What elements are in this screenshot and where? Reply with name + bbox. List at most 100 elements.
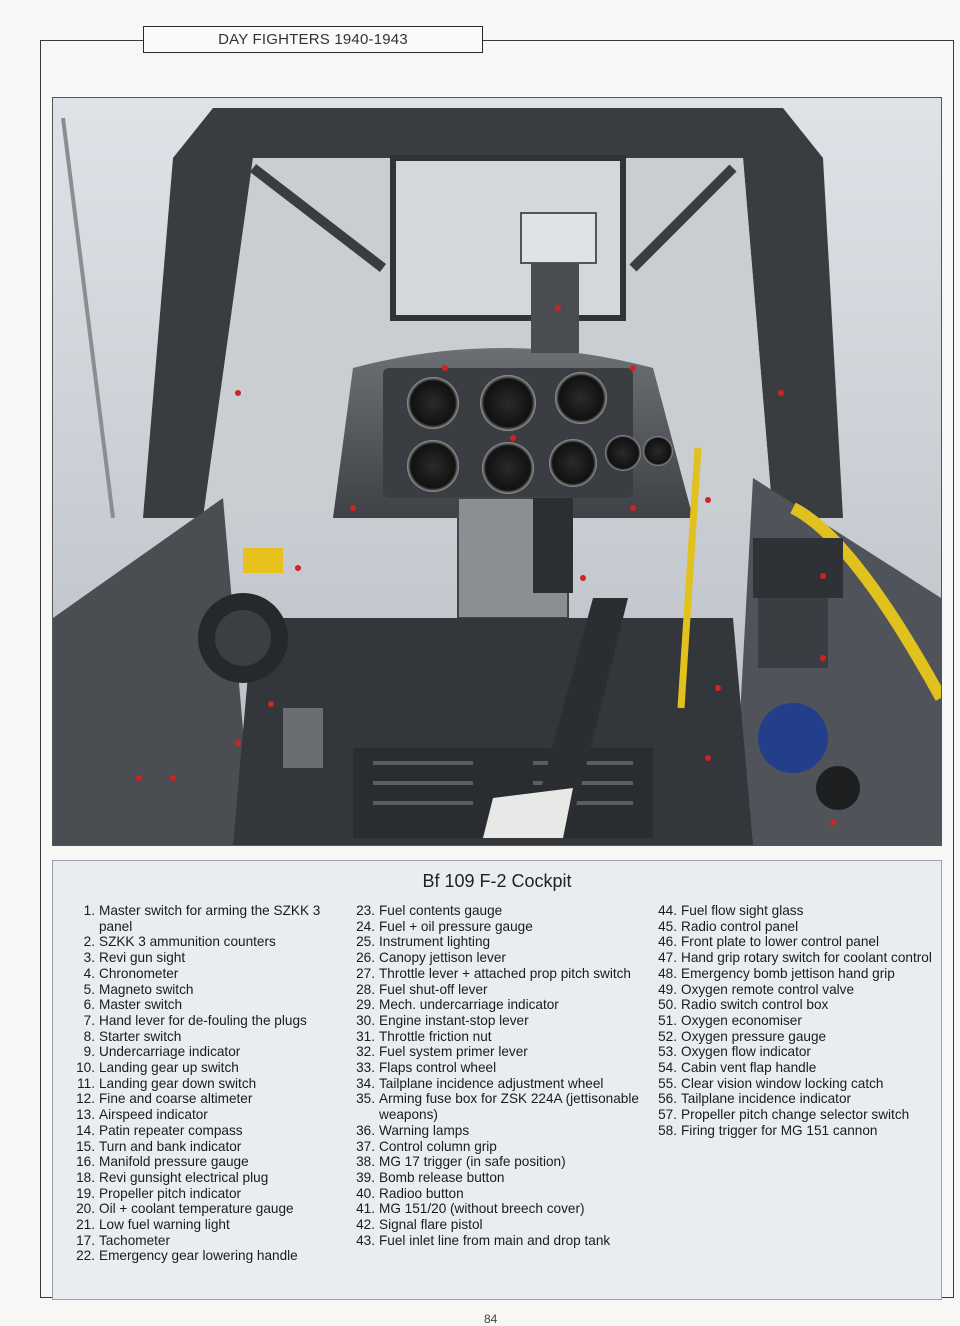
legend-item-text: Undercarriage indicator xyxy=(99,1044,241,1060)
legend-item-number: 57. xyxy=(658,1107,677,1123)
legend-item: 51.Oxygen economiser xyxy=(649,1013,939,1029)
legend-item: 46.Front plate to lower control panel xyxy=(649,934,939,950)
legend-item-number: 8. xyxy=(83,1028,95,1044)
legend-item: 30.Engine instant-stop lever xyxy=(347,1013,649,1029)
legend-item: 57.Propeller pitch change selector switc… xyxy=(649,1107,939,1123)
legend-item-number: 28. xyxy=(356,981,375,997)
page-number: 84 xyxy=(484,1312,498,1326)
legend-item-number: 44. xyxy=(658,903,677,918)
legend-item-text: Hand lever for de-fouling the plugs xyxy=(99,1012,307,1028)
legend-item-text: Engine instant-stop lever xyxy=(379,1012,529,1028)
legend-item-number: 4. xyxy=(83,965,95,981)
legend-item: 21.Low fuel warning light xyxy=(67,1217,347,1233)
legend-item-text: Oxygen economiser xyxy=(681,1012,802,1028)
legend-item-text: Radio control panel xyxy=(681,918,799,934)
legend-item: 11.Landing gear down switch xyxy=(67,1076,347,1092)
legend-item-text: Fine and coarse altimeter xyxy=(99,1091,253,1107)
legend-item: 4.Chronometer xyxy=(67,966,347,982)
legend-item-text: Throttle lever + attached prop pitch swi… xyxy=(379,965,631,981)
legend-item-number: 23. xyxy=(356,903,375,918)
legend-item-number: 43. xyxy=(356,1232,375,1248)
legend-item-text: Propeller pitch indicator xyxy=(99,1185,242,1201)
legend-item: 29.Mech. undercarriage indicator xyxy=(347,997,649,1013)
legend-item-text: Control column grip xyxy=(379,1138,497,1154)
legend-item-text: Flaps control wheel xyxy=(379,1060,497,1076)
legend-item-text: Airspeed indicator xyxy=(99,1107,208,1123)
legend-item-number: 1. xyxy=(83,903,95,918)
legend-item: 27.Throttle lever + attached prop pitch … xyxy=(347,966,649,982)
legend-item-text: Fuel shut-off lever xyxy=(379,981,488,997)
legend-item: 53.Oxygen flow indicator xyxy=(649,1044,939,1060)
legend-item-number: 20. xyxy=(76,1201,95,1217)
legend-item-number: 9. xyxy=(83,1044,95,1060)
legend-item-number: 6. xyxy=(83,997,95,1013)
legend-item-number: 38. xyxy=(356,1154,375,1170)
legend-item-text: Landing gear down switch xyxy=(99,1075,257,1091)
legend-item-number: 13. xyxy=(76,1107,95,1123)
legend-item: 1.Master switch for arming the SZKK 3 pa… xyxy=(67,903,347,934)
legend-item-text: Revi gunsight electrical plug xyxy=(99,1169,269,1185)
legend-item-text: Fuel contents gauge xyxy=(379,903,503,918)
legend-item-text: Instrument lighting xyxy=(379,934,491,950)
legend-item-text: Front plate to lower control panel xyxy=(681,934,879,950)
legend-item: 2.SZKK 3 ammunition counters xyxy=(67,934,347,950)
legend-item-number: 37. xyxy=(356,1138,375,1154)
legend-item-text: Chronometer xyxy=(99,965,179,981)
legend-item: 50.Radio switch control box xyxy=(649,997,939,1013)
legend-item-number: 53. xyxy=(658,1044,677,1060)
legend-item-number: 14. xyxy=(76,1122,95,1138)
running-header: DAY FIGHTERS 1940-1943 xyxy=(143,26,483,53)
legend-item: 56.Tailplane incidence indicator xyxy=(649,1091,939,1107)
legend-item-number: 41. xyxy=(356,1201,375,1217)
legend-item: 23. Fuel contents gauge xyxy=(347,903,649,919)
legend-item-number: 51. xyxy=(658,1012,677,1028)
legend-item-text: Oil + coolant temperature gauge xyxy=(99,1201,294,1217)
legend-item-text: Warning lamps xyxy=(379,1122,470,1138)
legend-item: 54.Cabin vent flap handle xyxy=(649,1060,939,1076)
legend-item: 15.Turn and bank indicator xyxy=(67,1139,347,1155)
legend-item-text: Patin repeater compass xyxy=(99,1122,243,1138)
legend-item: 12.Fine and coarse altimeter xyxy=(67,1091,347,1107)
legend-item-text: Throttle friction nut xyxy=(379,1028,492,1044)
legend-item-text: Radio switch control box xyxy=(681,997,829,1013)
legend-item-number: 15. xyxy=(76,1138,95,1154)
legend-item-text: Firing trigger for MG 151 cannon xyxy=(681,1122,878,1138)
legend-item-number: 47. xyxy=(658,950,677,966)
legend-item-text: Cabin vent flap handle xyxy=(681,1060,817,1076)
legend-item-number: 55. xyxy=(658,1075,677,1091)
legend-item: 22.Emergency gear lowering handle xyxy=(67,1248,347,1264)
legend-item-text: Emergency bomb jettison hand grip xyxy=(681,965,895,981)
legend-item-text: Oxygen remote control valve xyxy=(681,981,855,997)
legend-item-number: 24. xyxy=(356,918,375,934)
legend-item: 7.Hand lever for de-fouling the plugs xyxy=(67,1013,347,1029)
legend-item: 38.MG 17 trigger (in safe position) xyxy=(347,1154,649,1170)
legend-item: 41.MG 151/20 (without breech cover) xyxy=(347,1201,649,1217)
legend-item-text: Magneto switch xyxy=(99,981,194,997)
legend-item-text: Turn and bank indicator xyxy=(99,1138,242,1154)
legend-item: 35.Arming fuse box for ZSK 224A (jettiso… xyxy=(347,1091,649,1122)
legend-item: 48.Emergency bomb jettison hand grip xyxy=(649,966,939,982)
legend-item-text: Canopy jettison lever xyxy=(379,950,506,966)
legend-item-text: Low fuel warning light xyxy=(99,1217,230,1233)
legend-item-text: Tachometer xyxy=(99,1232,171,1248)
legend-item-text: Clear vision window locking catch xyxy=(681,1075,884,1091)
legend-item: 5.Magneto switch xyxy=(67,982,347,998)
legend-item-text: Hand grip rotary switch for coolant cont… xyxy=(681,950,932,966)
legend-item-text: Revi gun sight xyxy=(99,950,186,966)
legend-item: 43.Fuel inlet line from main and drop ta… xyxy=(347,1233,649,1249)
legend-item: 3.Revi gun sight xyxy=(67,950,347,966)
legend-item-text: Landing gear up switch xyxy=(99,1060,239,1076)
legend-item-number: 39. xyxy=(356,1169,375,1185)
legend-item: 36.Warning lamps xyxy=(347,1123,649,1139)
legend-item-text: Oxygen flow indicator xyxy=(681,1044,811,1060)
legend-item-number: 26. xyxy=(356,950,375,966)
legend-item-number: 33. xyxy=(356,1060,375,1076)
legend-item-number: 35. xyxy=(356,1091,375,1107)
legend-item-text: Bomb release button xyxy=(379,1169,505,1185)
legend-item-number: 22. xyxy=(76,1248,95,1264)
legend-item-number: 58. xyxy=(658,1122,677,1138)
legend-item-number: 17. xyxy=(76,1232,95,1248)
legend-item-number: 49. xyxy=(658,981,677,997)
legend-item-number: 21. xyxy=(76,1217,95,1233)
legend-item: 39.Bomb release button xyxy=(347,1170,649,1186)
